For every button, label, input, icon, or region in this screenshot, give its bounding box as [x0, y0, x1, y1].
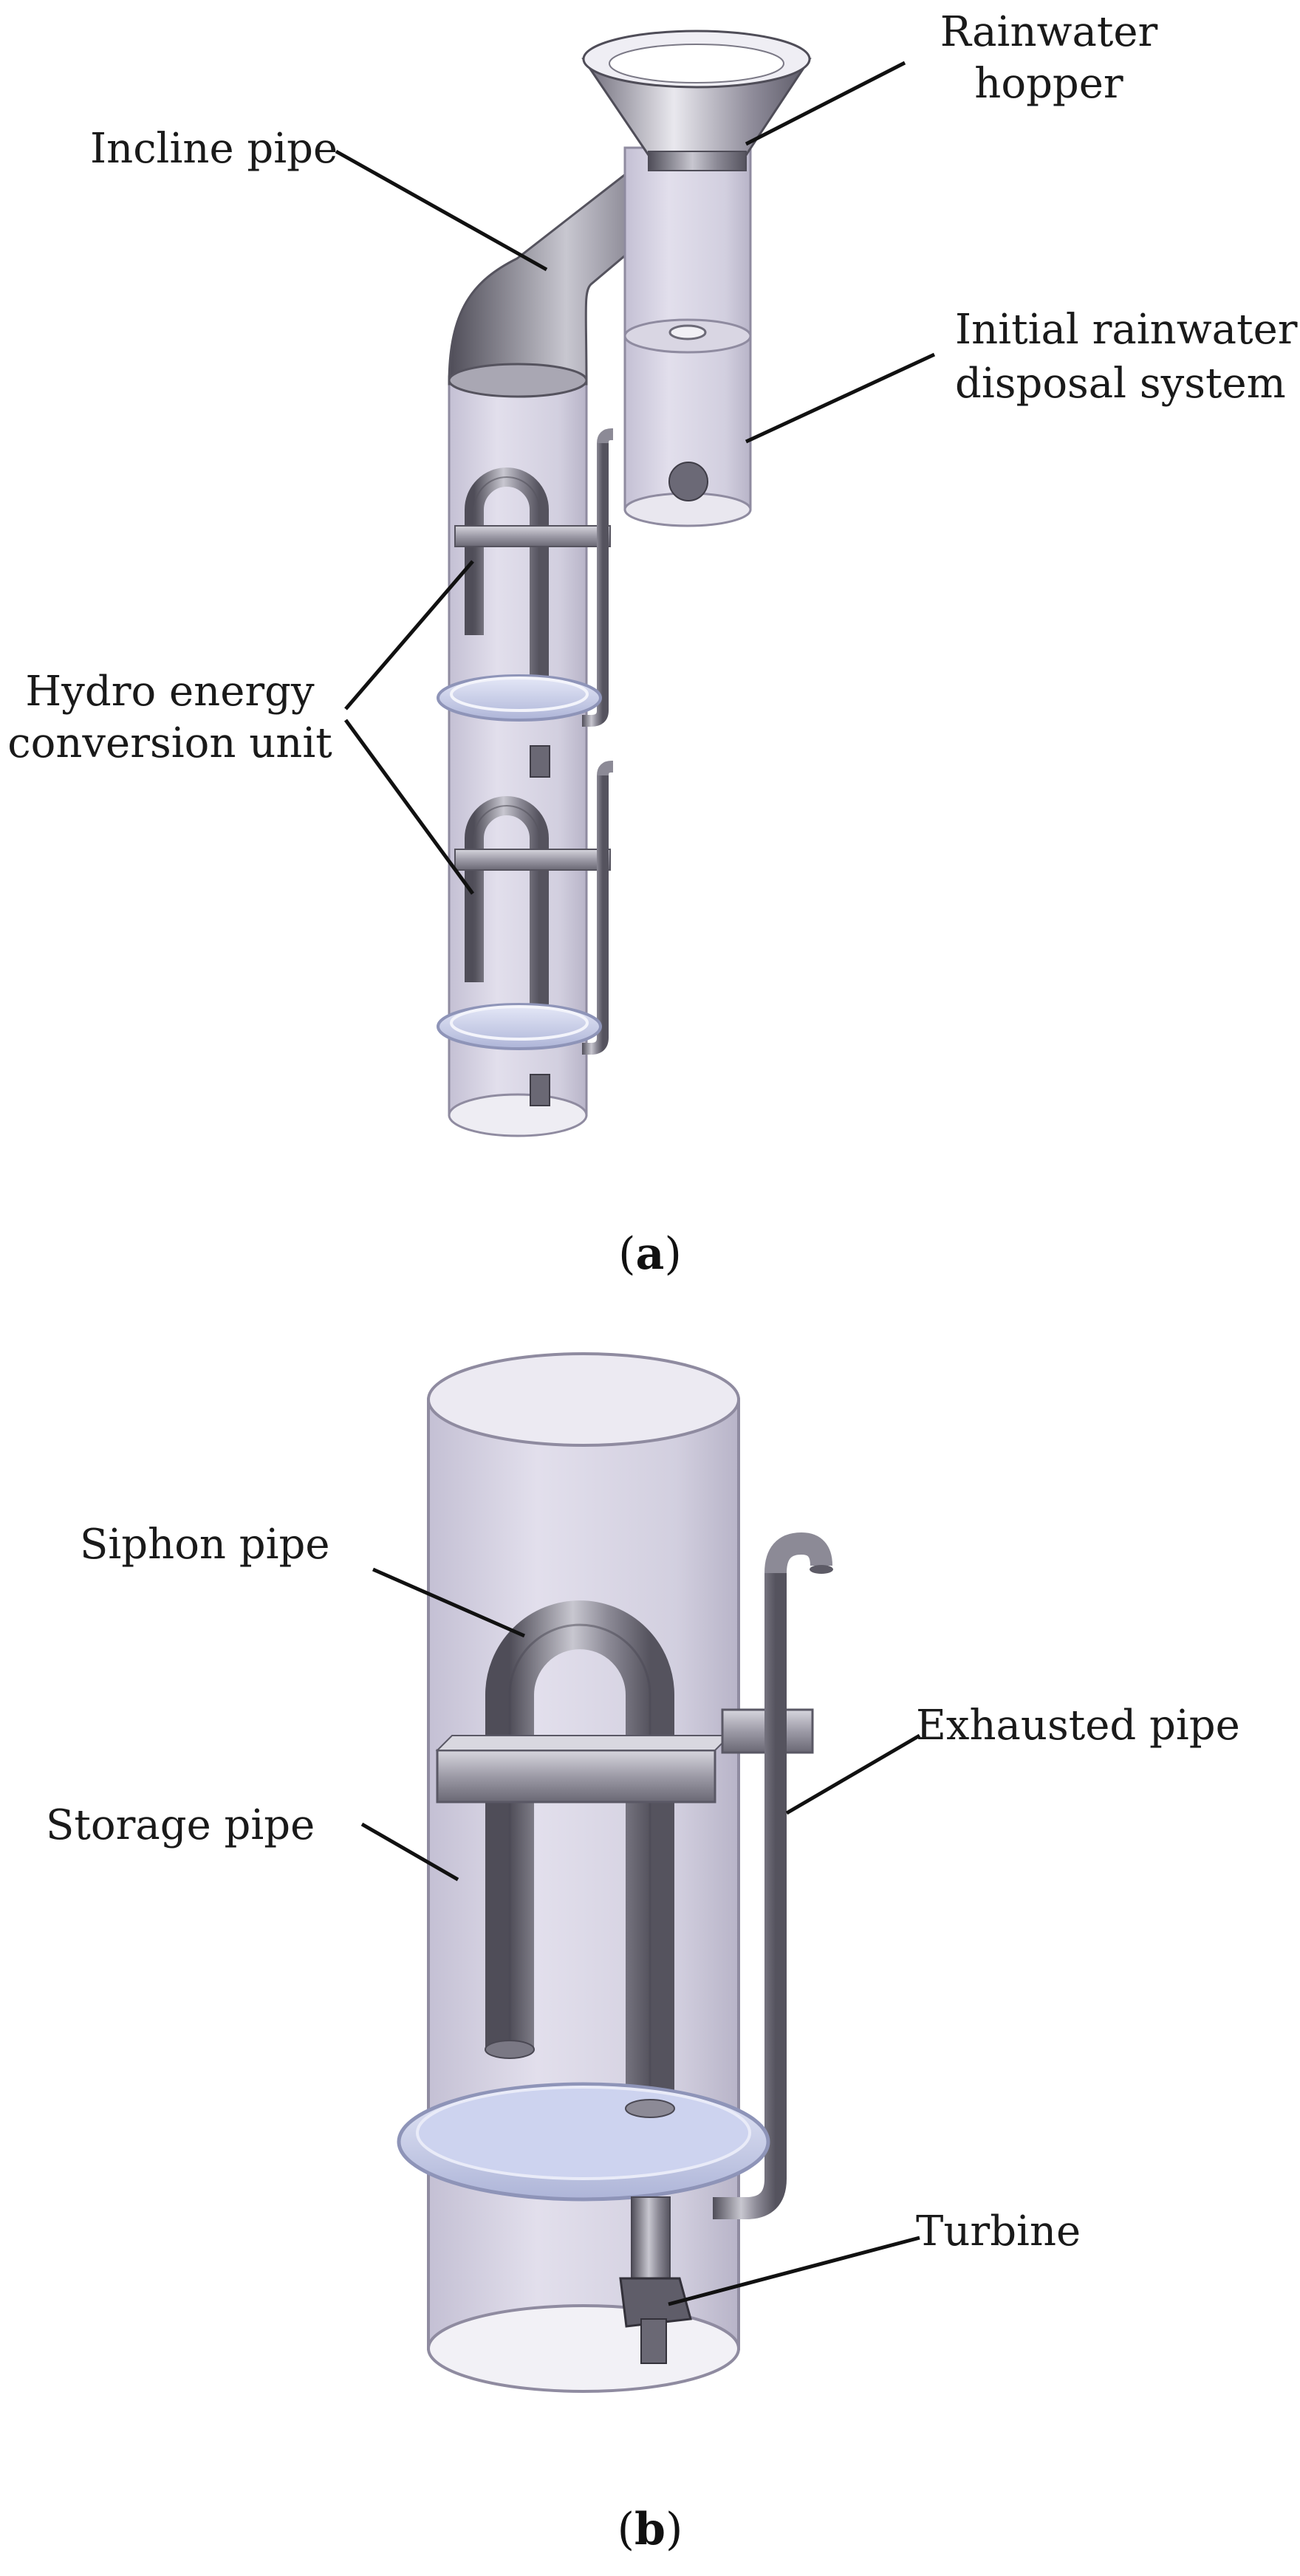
- a-hopper-neck: [648, 151, 747, 171]
- leader-incline-pipe: [335, 149, 548, 272]
- label-hydro-unit-2: conversion unit: [7, 719, 332, 767]
- b-storage-pipe-bottom: [427, 2304, 740, 2393]
- a-exhaust-1: [582, 443, 609, 727]
- label-hydro-unit-1: Hydro energy: [25, 668, 315, 716]
- leader-hydro-unit-upper: [344, 560, 474, 710]
- a-hopper-inner: [609, 44, 784, 83]
- a-disposal-inner-hole: [668, 324, 707, 340]
- b-exhausted-pipe: [713, 1573, 787, 2219]
- label-rainwater-hopper-2: hopper: [974, 60, 1123, 108]
- label-siphon-pipe: Siphon pipe: [80, 1521, 330, 1569]
- panel-b-drawing: Siphon pipe Exhausted pipe Storage pipe …: [46, 1352, 1240, 2555]
- a-turbine-1: [530, 745, 550, 778]
- leader-storage-pipe: [360, 1822, 459, 1882]
- b-storage-pipe-top: [427, 1352, 740, 1447]
- a-bracket-1: [454, 525, 611, 547]
- leader-exhausted-pipe: [785, 1733, 921, 1815]
- a-disposal-ball: [668, 462, 708, 501]
- label-initial-disposal-2: disposal system: [955, 360, 1286, 408]
- leader-siphon-pipe: [372, 1567, 526, 1638]
- a-hydro-unit-1: [437, 428, 613, 778]
- a-ring-2: [437, 1003, 602, 1050]
- a-ring-1: [437, 674, 602, 722]
- a-hydro-unit-2: [437, 761, 613, 1106]
- a-main-column-bottom: [448, 1093, 588, 1137]
- label-initial-disposal-1: Initial rainwater: [955, 306, 1298, 354]
- leader-hydro-unit-lower: [343, 719, 475, 895]
- label-incline-pipe: Incline pipe: [90, 125, 338, 173]
- leader-rainwater-hopper: [745, 61, 906, 146]
- label-exhausted-pipe: Exhausted pipe: [916, 1702, 1240, 1750]
- leader-initial-disposal: [745, 352, 936, 444]
- label-storage-pipe: Storage pipe: [46, 1801, 315, 1849]
- b-exhausted-pipe-top: [764, 1532, 832, 1574]
- leader-turbine: [668, 2236, 920, 2306]
- label-rainwater-hopper-1: Rainwater: [940, 8, 1158, 56]
- a-turbine-2: [530, 1074, 550, 1106]
- b-storage-pipe: [427, 1398, 740, 2350]
- caption-b: (b): [618, 2504, 683, 2555]
- b-siphon-left-end: [485, 2040, 535, 2059]
- b-outlet-pipe: [631, 2196, 671, 2279]
- a-exhaust-2: [582, 775, 609, 1055]
- b-turbine: [619, 2277, 692, 2328]
- a-bracket-2: [454, 849, 611, 871]
- label-turbine: Turbine: [916, 2207, 1081, 2255]
- caption-a: (a): [618, 1228, 682, 1280]
- panel-a-drawing: Rainwater hopper Incline pipe Initial ra…: [7, 8, 1297, 1280]
- b-bracket: [436, 1749, 716, 1803]
- a-incline-pipe-joint: [448, 363, 588, 398]
